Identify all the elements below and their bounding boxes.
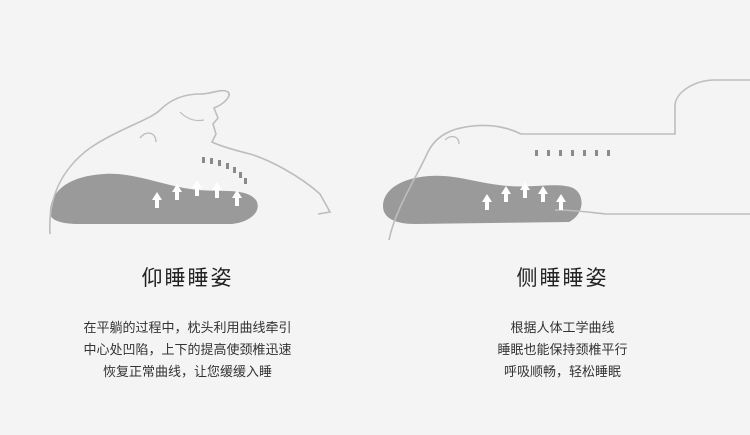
spine-dash-marks [202, 157, 247, 184]
supine-panel: 仰睡睡姿 在平躺的过程中，枕头利用曲线牵引 中心处凹陷，上下的提高使颈椎迅速 恢… [0, 89, 375, 384]
spine-dash-marks [535, 150, 610, 156]
up-arrow-icon [232, 190, 242, 206]
head-outline [49, 89, 332, 235]
up-arrow-icon [152, 192, 162, 208]
support-arrows [482, 182, 566, 210]
up-arrow-icon [520, 182, 530, 198]
side-sleep-illustration [383, 79, 750, 241]
up-arrow-icon [212, 182, 222, 198]
chin-line [179, 111, 205, 122]
up-arrow-icon [556, 194, 566, 210]
up-arrow-icon [172, 184, 182, 200]
supine-illustration [49, 89, 332, 235]
supine-description: 在平躺的过程中，枕头利用曲线牵引 中心处凹陷，上下的提高使颈椎迅速 恢复正常曲线… [0, 318, 375, 384]
up-arrow-icon [501, 186, 511, 202]
description-line: 在平躺的过程中，枕头利用曲线牵引 [83, 321, 292, 336]
side-sleep-description: 根据人体工学曲线 睡眠也能保持颈椎平行 呼吸顺畅，轻松睡眠 [375, 318, 750, 384]
up-arrow-icon [538, 186, 548, 202]
head-outline [388, 79, 750, 241]
pillow-shape [383, 175, 582, 224]
description-line: 呼吸顺畅，轻松睡眠 [503, 365, 621, 380]
support-arrows [152, 180, 242, 208]
ear-outline [139, 132, 157, 143]
shoulder-outline [554, 209, 750, 215]
supine-title: 仰睡睡姿 [141, 266, 234, 290]
ear-outline [444, 135, 460, 145]
up-arrow-icon [192, 180, 202, 196]
up-arrow-icon [482, 194, 492, 210]
description-line: 根据人体工学曲线 [510, 321, 615, 336]
description-line: 中心处凹陷，上下的提高使颈椎迅速 [83, 343, 292, 358]
description-line: 恢复正常曲线，让您缓缓入睡 [102, 365, 272, 380]
side-sleep-panel: 侧睡睡姿 根据人体工学曲线 睡眠也能保持颈椎平行 呼吸顺畅，轻松睡眠 [375, 0, 750, 435]
description-line: 睡眠也能保持颈椎平行 [497, 343, 628, 358]
side-sleep-title: 侧睡睡姿 [516, 266, 609, 290]
